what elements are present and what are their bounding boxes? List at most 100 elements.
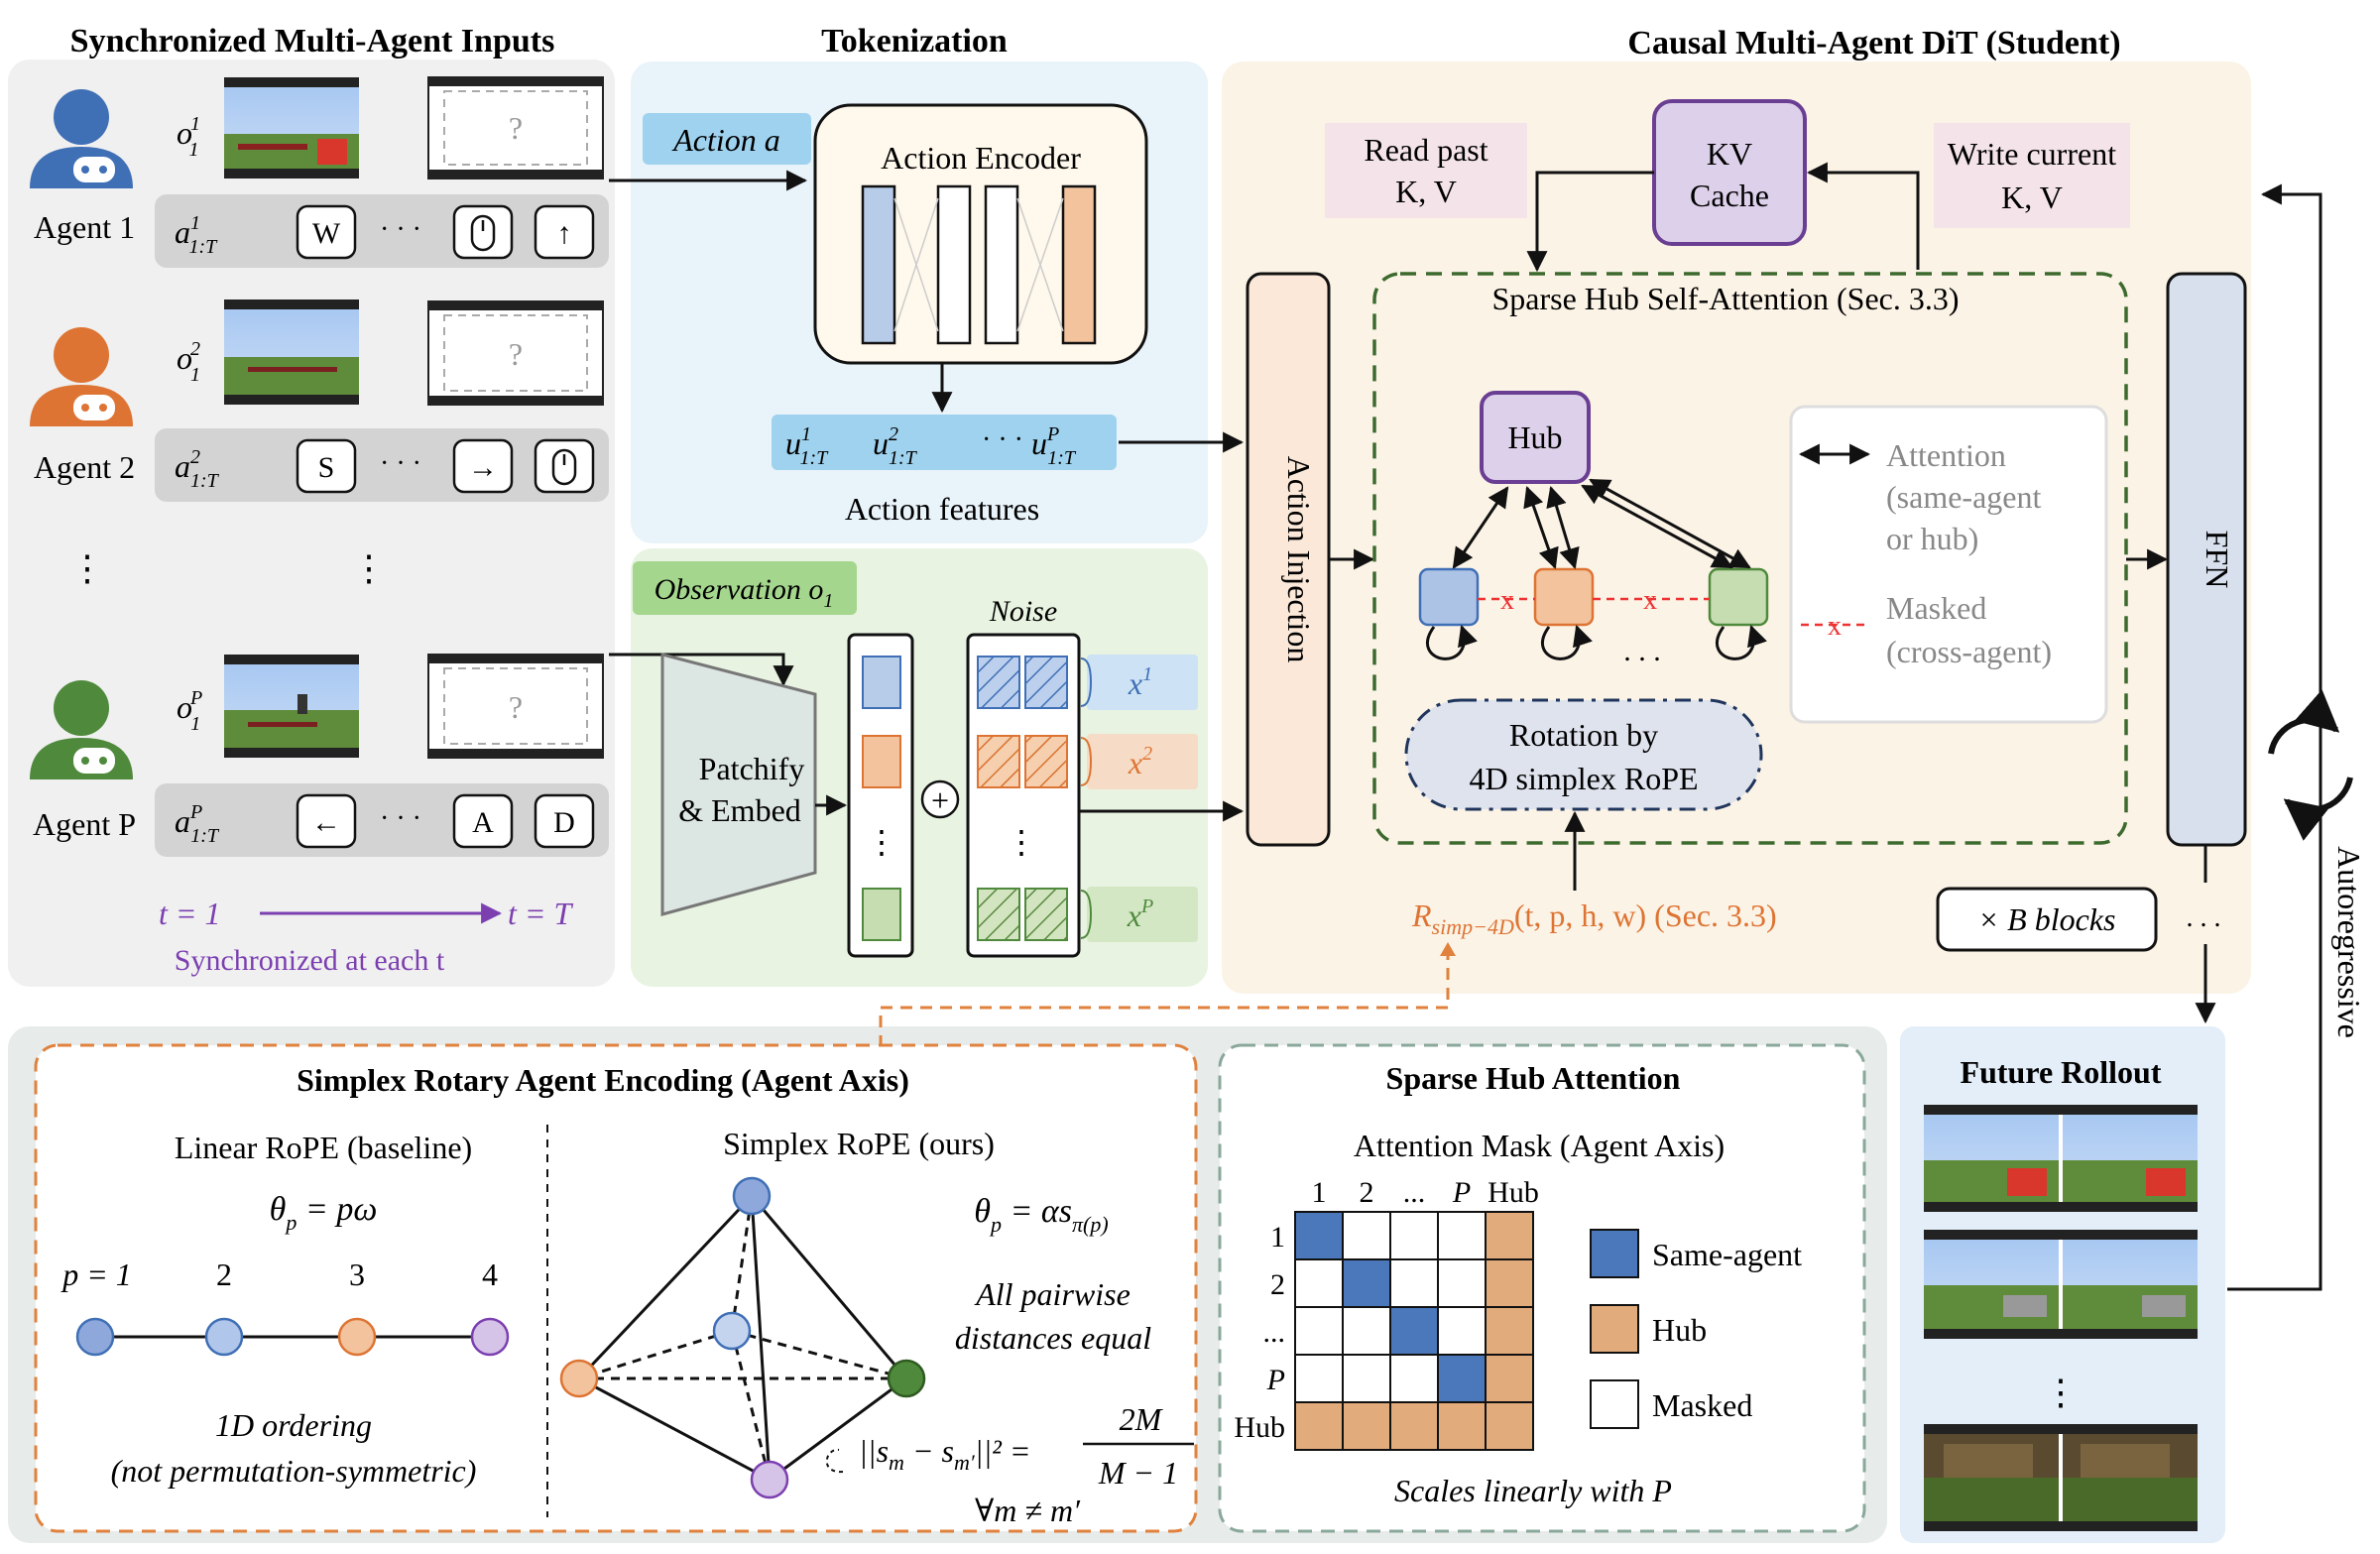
agent-2-label: Agent 2 <box>34 449 135 485</box>
rollout-vdots: ⋮ <box>2043 1373 2079 1412</box>
simplex-distance-lhs: ||sm − sm′||² = <box>859 1433 1030 1475</box>
linear-pos-1: p = 1 <box>60 1256 132 1292</box>
svg-text:(same-agent: (same-agent <box>1886 479 2041 515</box>
action-encoder-layers <box>861 184 1097 345</box>
mask-x-1: x <box>1500 585 1514 616</box>
svg-text:?: ? <box>509 336 523 372</box>
mask-cell-masked <box>1389 1354 1439 1403</box>
simplex-distance-num: 2M <box>1120 1401 1164 1437</box>
mask-cell-same <box>1437 1354 1487 1403</box>
mask-row-label: P <box>1266 1364 1285 1396</box>
mask-col-label: P <box>1452 1176 1471 1209</box>
svg-text:Observation o1: Observation o1 <box>654 573 834 612</box>
mask-cell-masked <box>1437 1306 1487 1356</box>
simplex-tetrahedron <box>577 1194 908 1482</box>
simplex-node-back <box>712 1311 752 1351</box>
noise-agent-pb <box>1024 888 1068 941</box>
future-rollout-title: Future Rollout <box>1961 1054 2162 1090</box>
rollout-frame-1 <box>1924 1105 2198 1212</box>
mask-cell-masked <box>1389 1211 1439 1260</box>
attn-ellipsis: . . . <box>1623 635 1661 667</box>
agent-1-label: Agent 1 <box>34 209 135 245</box>
rope-formula: Rsimp−4D(t, p, h, w) (Sec. 3.3) <box>1411 897 1777 939</box>
linear-caption-1: 1D ordering <box>215 1407 372 1443</box>
noise-agent-pa <box>977 888 1020 941</box>
mask-cell-masked <box>1294 1354 1344 1403</box>
patchify-label-1: Patchify <box>699 751 805 786</box>
linear-pos-3: 3 <box>349 1256 365 1292</box>
x2-label-box <box>1087 734 1198 789</box>
mask-row-label: 2 <box>1270 1268 1285 1301</box>
svg-text:?: ? <box>509 110 523 146</box>
agent-p-key-a <box>452 793 514 849</box>
svg-text:↑: ↑ <box>557 217 572 250</box>
agent-2-key-right <box>452 438 514 494</box>
kv-write-arrow <box>1806 162 1920 270</box>
agent-p-key-d <box>534 793 595 849</box>
mask-cell-masked <box>1389 1258 1439 1308</box>
mask-legend-same-swatch <box>1590 1229 1639 1278</box>
sparse-hub-title: Sparse Hub Self-Attention (Sec. 3.3) <box>1491 281 1959 316</box>
dit-title: Causal Multi-Agent DiT (Student) <box>1627 25 2120 61</box>
ffn-label: FFN <box>2200 531 2235 589</box>
mask-cell-hub <box>1485 1401 1534 1451</box>
svg-text:←: ← <box>311 806 341 839</box>
mask-cell-same <box>1389 1306 1439 1356</box>
svg-text:⋮: ⋮ <box>1006 824 1037 860</box>
x1-label-box <box>1087 655 1198 710</box>
token-agent-p <box>862 888 901 941</box>
agents-vdots-left: ⋮ <box>69 548 105 588</box>
agent-p-key-left <box>296 793 357 849</box>
svg-text:Rotation by: Rotation by <box>1509 717 1658 753</box>
patchify-embed-block <box>660 653 817 916</box>
svg-text:Read past: Read past <box>1364 132 1488 168</box>
mask-legend-masked: Masked <box>1652 1387 1752 1423</box>
mask-cell-hub <box>1294 1401 1344 1451</box>
autoregressive-loop-arrow <box>2227 183 2322 1291</box>
read-past-box <box>1325 123 1527 218</box>
mask-caption: Scales linearly with P <box>1394 1473 1672 1508</box>
rotation-box <box>1404 698 1763 811</box>
svg-text:x: x <box>1828 611 1842 642</box>
mask-cell-hub <box>1389 1401 1439 1451</box>
svg-text:Action a: Action a <box>671 122 780 158</box>
svg-text:Attention: Attention <box>1886 437 2006 473</box>
simplex-node-right <box>887 1359 926 1398</box>
mask-cell-same <box>1294 1211 1344 1260</box>
inputs-title: Synchronized Multi-Agent Inputs <box>70 23 555 60</box>
attn-agent-p-node <box>1708 567 1769 627</box>
linear-theta: θp = pω <box>270 1191 378 1235</box>
svg-text:→: → <box>468 451 498 484</box>
mask-cell-hub <box>1485 1354 1534 1403</box>
svg-text:4D simplex RoPE: 4D simplex RoPE <box>1469 761 1698 796</box>
simplex-section <box>34 1043 1198 1533</box>
agent-2-avatar-icon <box>30 327 133 426</box>
noise-label: Noise <box>989 595 1057 628</box>
mask-cell-masked <box>1437 1258 1487 1308</box>
agents-vdots-mid: ⋮ <box>351 548 387 588</box>
linear-pos-2: 2 <box>216 1256 232 1292</box>
svg-text:A: A <box>472 806 494 839</box>
token-agent-1 <box>862 656 901 709</box>
svg-text:K, V: K, V <box>2001 179 2063 215</box>
simplex-theta: θp = αsπ(p) <box>974 1193 1108 1237</box>
agent-p-frame <box>224 655 359 758</box>
kv-cache-block <box>1652 99 1807 246</box>
agent-1-frame <box>224 77 359 179</box>
svg-text:?: ? <box>509 689 523 725</box>
svg-text:D: D <box>553 806 575 839</box>
mask-cell-masked <box>1294 1258 1344 1308</box>
action-injection-label: Action Injection <box>1281 456 1317 663</box>
attention-legend <box>1789 405 2108 724</box>
simplex-section-title: Simplex Rotary Agent Encoding (Agent Axi… <box>297 1062 909 1098</box>
mask-row-label: Hub <box>1234 1411 1285 1444</box>
autoregressive-label: Autoregressive <box>2331 846 2367 1038</box>
blocks-ellipsis: . . . <box>2187 902 2221 933</box>
linear-rope-title: Linear RoPE (baseline) <box>175 1130 472 1165</box>
mask-cell-hub <box>1485 1211 1534 1260</box>
mask-title: Attention Mask (Agent Axis) <box>1354 1128 1725 1163</box>
